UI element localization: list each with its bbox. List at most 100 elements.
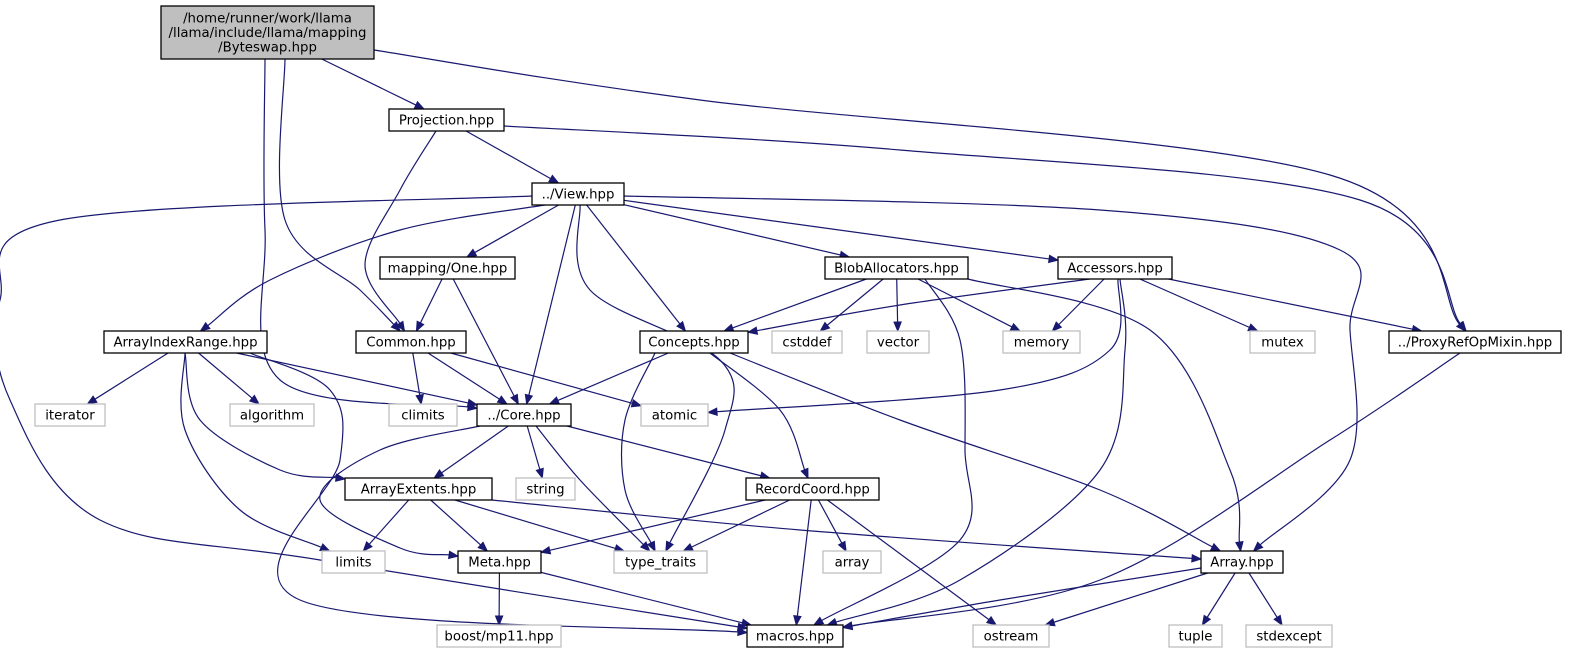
edge-arrowhead <box>630 399 643 408</box>
edge-arrowhead <box>1201 614 1212 627</box>
edge-projection-to-common <box>364 130 437 333</box>
node-array-index-range[interactable]: ArrayIndexRange.hpp <box>103 330 268 354</box>
edge-line <box>826 499 990 621</box>
node-box <box>1057 256 1173 280</box>
node-record-coord[interactable]: RecordCoord.hpp <box>745 477 880 501</box>
edge-arrowhead <box>415 393 424 406</box>
edge-arrowhead <box>893 321 902 333</box>
edge-arrowhead <box>362 541 373 553</box>
edge-view-to-type-traits <box>576 204 735 553</box>
node-box <box>379 256 516 280</box>
node-box <box>1245 624 1333 648</box>
edge-blob-allocators-to-macros <box>812 278 973 626</box>
edge-line <box>709 352 806 470</box>
edge-blob-allocators-to-cstddef <box>819 278 884 332</box>
edge-arrowhead <box>646 540 656 553</box>
edge-arrowhead <box>1456 320 1467 333</box>
node-label-line: /home/runner/work/llama <box>183 12 352 27</box>
node-label: limits <box>335 556 371 571</box>
node-box <box>1249 330 1316 354</box>
edge-line <box>249 352 739 633</box>
edge-record-coord-to-array-std <box>817 499 847 553</box>
node-blob-allocators[interactable]: BlobAllocators.hpp <box>824 256 969 280</box>
edge-arrowhead <box>1191 554 1203 563</box>
node-array-hpp[interactable]: Array.hpp <box>1200 550 1284 574</box>
node-box <box>613 550 708 574</box>
node-box <box>457 550 542 574</box>
node-projection[interactable]: Projection.hpp <box>388 108 505 132</box>
node-core[interactable]: ../Core.hpp <box>476 403 572 427</box>
node-byteswap[interactable]: /home/runner/work/llama/llama/include/ll… <box>160 5 375 60</box>
edge-arrowhead <box>1009 322 1022 332</box>
edge-line <box>321 58 417 106</box>
edge-meta-to-boost-mp11 <box>494 572 504 627</box>
node-common[interactable]: Common.hpp <box>355 330 467 354</box>
edge-line <box>835 278 1127 623</box>
node-macros[interactable]: macros.hpp <box>746 624 844 648</box>
edge-line <box>729 352 1213 548</box>
edge-view-to-core <box>524 204 576 406</box>
node-tuple: tuple <box>1168 624 1223 648</box>
node-string: string <box>515 477 576 501</box>
edge-arrowhead <box>415 320 425 333</box>
edge-line <box>817 499 843 544</box>
edge-arrowhead <box>800 467 809 480</box>
edge-concepts-to-type-traits <box>620 352 656 553</box>
node-label: atomic <box>652 409 697 424</box>
edge-line <box>826 278 884 326</box>
node-box <box>1168 624 1223 648</box>
node-box <box>1002 330 1081 354</box>
node-array-extents[interactable]: ArrayExtents.hpp <box>344 477 493 501</box>
edge-line <box>236 352 469 404</box>
node-climits: climits <box>388 403 458 427</box>
node-box <box>771 330 843 354</box>
edges-layer <box>0 49 1467 637</box>
edge-arrowhead <box>539 545 552 555</box>
edge-arrowhead <box>447 550 460 560</box>
node-view[interactable]: ../View.hpp <box>531 182 625 206</box>
node-box <box>321 550 386 574</box>
edge-arrowhead <box>548 174 560 184</box>
node-box <box>355 330 467 354</box>
node-mapping-one[interactable]: mapping/One.hpp <box>379 256 516 280</box>
edge-arrowhead <box>1273 614 1283 627</box>
edge-line <box>623 195 1362 546</box>
edge-line <box>184 352 337 479</box>
node-label: memory <box>1014 336 1070 351</box>
edge-arrowhead <box>985 615 998 626</box>
edge-arrowhead <box>334 473 347 482</box>
edge-line <box>419 278 443 324</box>
node-label: ostream <box>984 630 1039 645</box>
edge-line <box>1139 278 1250 328</box>
edge-accessors-to-mutex <box>1139 278 1259 332</box>
edge-array-extents-to-array-hpp <box>491 499 1203 563</box>
node-label: ../View.hpp <box>542 188 615 203</box>
edge-line <box>526 425 541 470</box>
node-box <box>388 403 458 427</box>
node-concepts[interactable]: Concepts.hpp <box>639 330 749 354</box>
node-atomic: atomic <box>640 403 709 427</box>
edge-arrowhead <box>413 100 426 110</box>
edge-record-coord-to-type-traits <box>682 499 790 552</box>
edge-line <box>454 499 616 549</box>
edge-arrowhead <box>1047 254 1060 264</box>
node-accessors[interactable]: Accessors.hpp <box>1057 256 1173 280</box>
edge-line <box>549 499 766 551</box>
node-label: algorithm <box>240 409 304 424</box>
node-box <box>160 5 375 60</box>
node-label: ArrayIndexRange.hpp <box>113 336 257 351</box>
edge-arrowhead <box>676 320 687 333</box>
edge-line <box>207 204 546 327</box>
node-proxy-ref-op-mixin[interactable]: ../ProxyRefOpMixin.hpp <box>1388 330 1562 354</box>
edge-array-index-range-to-macros <box>249 352 749 637</box>
edge-arrowhead <box>682 542 694 552</box>
edge-line <box>465 130 551 180</box>
edge-concepts-to-array-hpp <box>729 352 1222 552</box>
edge-line <box>278 58 395 326</box>
edge-view-to-mapping-one <box>465 204 559 258</box>
node-label: mapping/One.hpp <box>388 262 508 277</box>
node-meta[interactable]: Meta.hpp <box>457 550 542 574</box>
edge-line <box>452 278 515 397</box>
node-label: Projection.hpp <box>399 114 494 129</box>
node-label: ../Core.hpp <box>487 409 560 424</box>
